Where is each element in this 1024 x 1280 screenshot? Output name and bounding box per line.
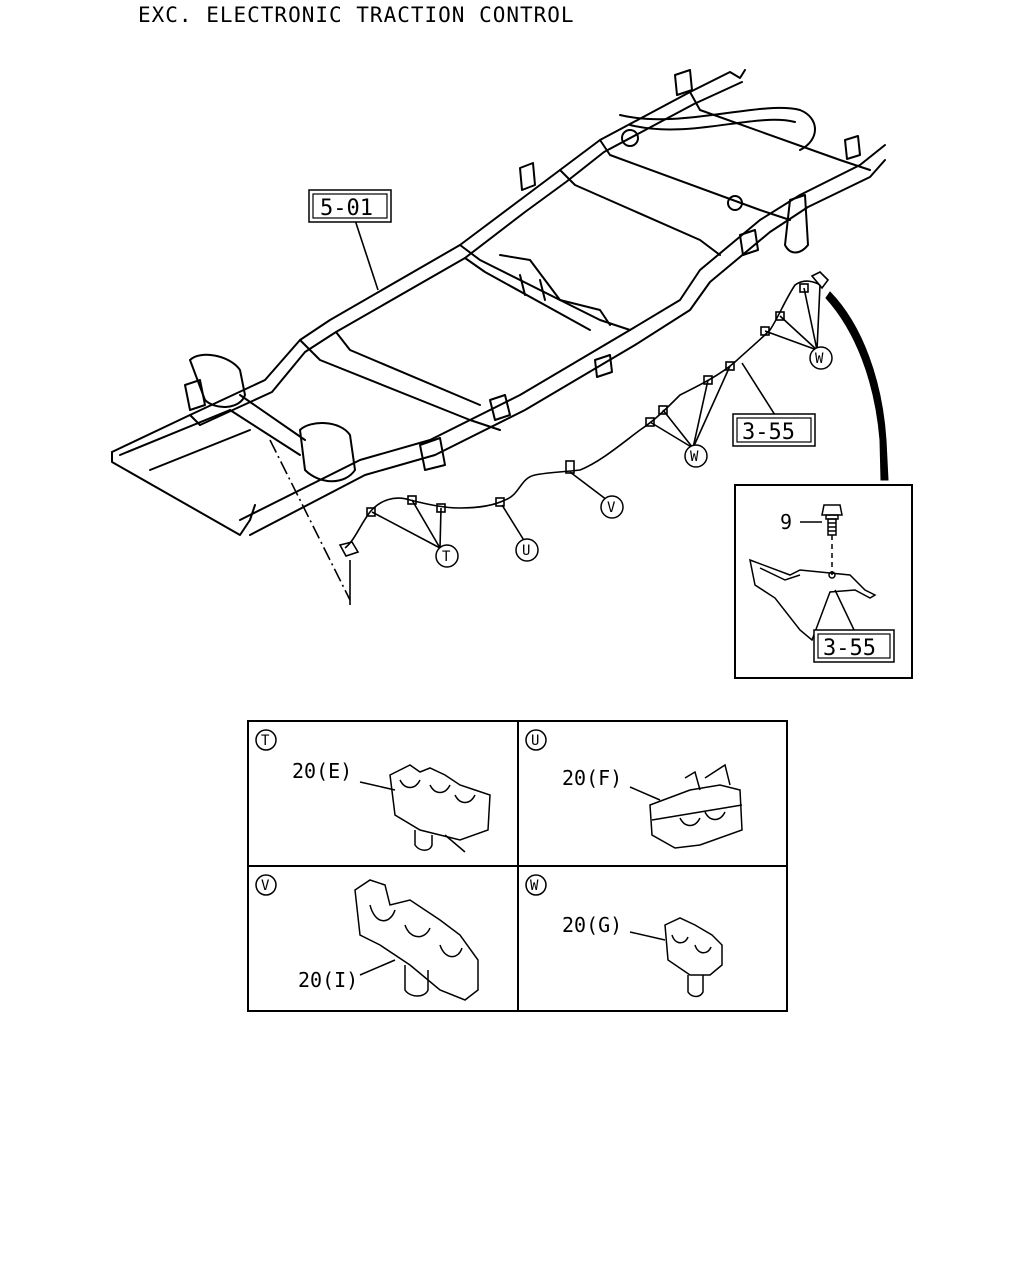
panel-v: V 20(I) — [255, 874, 479, 1001]
marker-v: V — [600, 495, 624, 519]
svg-text:U: U — [522, 543, 530, 559]
marker-w-upper: W — [809, 346, 833, 370]
bracket-plate — [748, 558, 877, 642]
callout-5-01: 5-01 — [308, 189, 392, 223]
svg-text:W: W — [690, 449, 699, 465]
svg-text:T: T — [261, 733, 270, 749]
clip-20i-icon — [354, 879, 479, 1001]
panel-u: U 20(F) — [525, 729, 743, 849]
clip-20g-icon — [664, 917, 723, 998]
panel-v-part: 20(I) — [298, 968, 358, 992]
svg-text:T: T — [442, 549, 451, 565]
panel-u-part: 20(F) — [562, 766, 622, 790]
clip-20f-icon — [649, 763, 743, 849]
panel-t: T 20(E) — [255, 729, 491, 853]
svg-text:V: V — [607, 500, 616, 516]
marker-w-lower: W — [684, 444, 708, 468]
bracket-detail: 9 3-55 — [734, 484, 913, 679]
chassis-frame — [111, 69, 886, 536]
marker-u: U — [515, 538, 539, 562]
bracket-callout-label: 3-55 — [823, 636, 876, 661]
bolt-icon — [821, 504, 843, 575]
panel-w-part: 20(G) — [562, 913, 622, 937]
diagram-title: EXC. ELECTRONIC TRACTION CONTROL — [138, 3, 575, 27]
svg-text:U: U — [531, 733, 539, 749]
callout-3-55-label: 3-55 — [742, 420, 795, 445]
clip-20e-icon — [389, 764, 491, 853]
brake-pipe — [338, 271, 830, 557]
panel-t-part: 20(E) — [292, 759, 352, 783]
callout-3-55-main: 3-55 — [732, 413, 816, 447]
svg-text:W: W — [815, 351, 824, 367]
leader-lines — [269, 219, 821, 605]
panel-w: W 20(G) — [525, 874, 723, 998]
svg-text:W: W — [530, 878, 539, 894]
clip-panels — [247, 720, 788, 1012]
marker-t: T — [435, 544, 459, 568]
svg-text:V: V — [261, 878, 270, 894]
callout-5-01-label: 5-01 — [320, 196, 373, 221]
bolt-label: 9 — [780, 510, 792, 534]
detail-arrow — [825, 291, 889, 481]
